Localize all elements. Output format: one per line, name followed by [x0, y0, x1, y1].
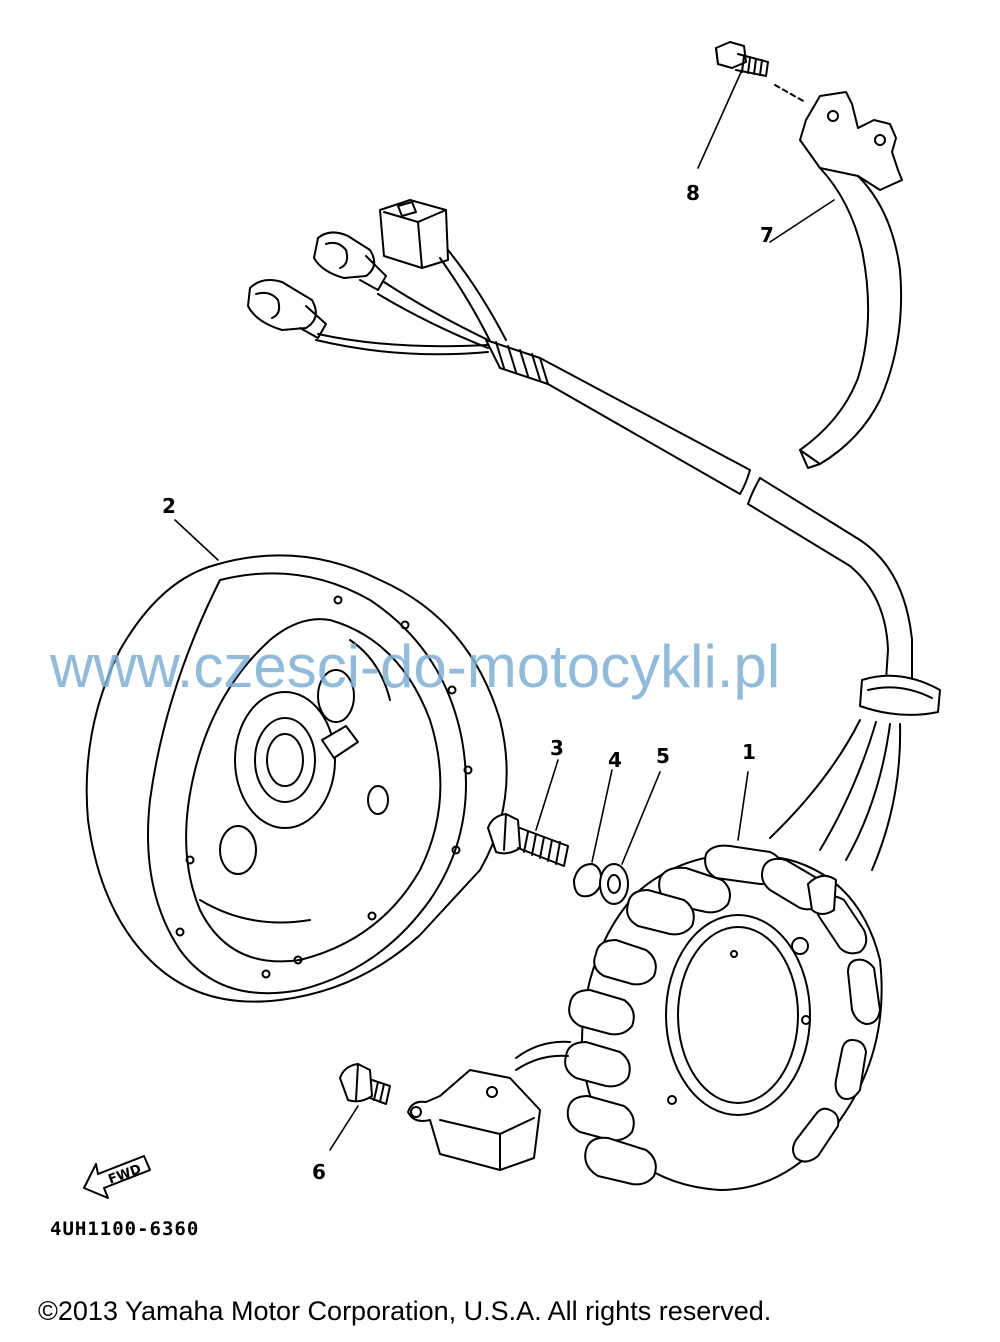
- catalog-code: 4UH1100-6360: [50, 1218, 200, 1240]
- part-8-bolt: [697, 41, 806, 169]
- part-5-washer: [599, 771, 661, 905]
- part-2-rotor: [85, 519, 508, 1003]
- part-1-stator: [515, 771, 883, 1191]
- pickup-coil: [407, 1069, 541, 1171]
- part-4-washer: [573, 769, 613, 898]
- callout-3: 3: [550, 736, 564, 760]
- callout-2: 2: [162, 494, 176, 518]
- callout-4: 4: [608, 748, 622, 772]
- callout-8: 8: [686, 181, 700, 205]
- callout-1: 1: [742, 740, 756, 764]
- callout-5: 5: [656, 744, 670, 768]
- part-3-bolt: [487, 759, 569, 867]
- wire-harness: [247, 199, 941, 871]
- callout-7: 7: [760, 223, 774, 247]
- part-7-bracket: [769, 91, 903, 469]
- callout-6: 6: [312, 1160, 326, 1184]
- watermark-text: www.czesci-do-motocykli.pl: [50, 633, 781, 700]
- fwd-arrow-icon: FWD: [83, 1155, 151, 1199]
- copyright-notice: ©2013 Yamaha Motor Corporation, U.S.A. A…: [38, 1296, 772, 1326]
- part-6-screw: [329, 1063, 391, 1151]
